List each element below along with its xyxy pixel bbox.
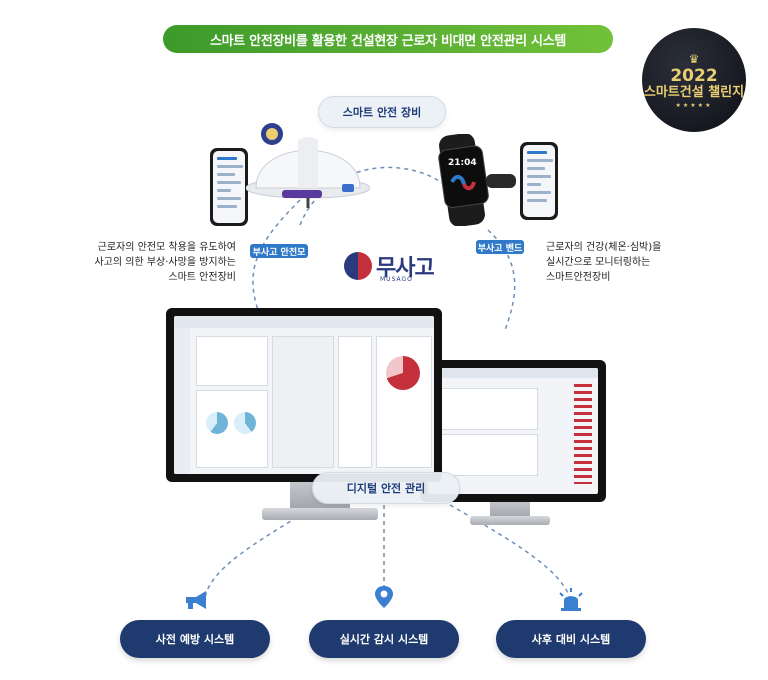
response-system-button[interactable]: 사후 대비 시스템 [496,620,646,658]
system-title-banner: 스마트 안전장비를 활용한 건설현장 근로자 비대면 안전관리 시스템 [163,25,613,53]
system-title: 스마트 안전장비를 활용한 건설현장 근로자 비대면 안전관리 시스템 [209,33,567,49]
crown-icon: ♛ [688,51,700,66]
band-description: 근로자의 건강(체온·심박)을 실시간으로 모니터링하는 스마트안전장비 [546,240,696,285]
award-badge: ♛ 2022 스마트건설 챌린지 ★★★★★ [642,28,746,132]
front-monitor-base [262,508,378,520]
connector-helmet-monitor [252,199,301,321]
digital-safety-label: 디지털 안전 관리 [346,482,426,495]
back-monitor-base [470,516,550,525]
musago-logo: 무사고 MUSAGO [344,250,435,283]
band-description-line: 근로자의 건강(체온·심박)을 [546,242,662,253]
helmet-description: 근로자의 안전모 착용을 유도하여 사고의 의한 부상·사망을 방지하는 스마트… [86,240,236,285]
smart-band-image: 21:04 [436,134,520,226]
prevention-system-button[interactable]: 사전 예방 시스템 [120,620,270,658]
award-title: 스마트건설 챌린지 [643,84,745,100]
connector-watch-monitor [487,229,516,331]
band-description-line: 스마트안전장비 [546,272,611,283]
map-pin-icon [369,584,399,618]
musago-logo-name: 무사고 [376,256,435,281]
helmet-tag: 부사고 안전모 [250,244,308,258]
equipment-label: 스마트 안전 장비 [342,106,422,119]
alarm-light-icon [556,588,586,618]
helmet-description-line: 스마트 안전장비 [168,272,236,283]
smart-helmet-image [246,123,370,208]
monitoring-system-label: 실시간 감시 시스템 [339,633,429,646]
band-tag: 부사고 밴드 [476,240,524,254]
equipment-label-pill: 스마트 안전 장비 [318,96,446,128]
prevention-system-label: 사전 예방 시스템 [155,633,235,646]
musago-logo-mark-icon [344,252,372,280]
helmet-tag-label: 부사고 안전모 [252,247,306,258]
phone-band-app-image [520,142,558,220]
star-row-icon: ★★★★★ [675,101,713,109]
band-description-line: 실시간으로 모니터링하는 [546,257,651,268]
watch-time: 21:04 [448,158,477,168]
monitoring-system-button[interactable]: 실시간 감시 시스템 [309,620,459,658]
front-monitor-image [166,308,442,482]
helmet-description-line: 근로자의 안전모 착용을 유도하여 [97,242,236,253]
back-monitor-stand [490,498,530,520]
digital-safety-label-pill: 디지털 안전 관리 [312,472,460,504]
band-tag-label: 부사고 밴드 [477,243,523,254]
award-year: 2022 [670,65,718,86]
phone-helmet-app-image [210,148,248,226]
megaphone-icon [182,588,212,618]
helmet-description-line: 사고의 의한 부상·사망을 방지하는 [94,257,236,268]
response-system-label: 사후 대비 시스템 [531,633,611,646]
back-monitor-image [420,360,606,502]
musago-logo-sub: MUSAGO [380,276,413,283]
